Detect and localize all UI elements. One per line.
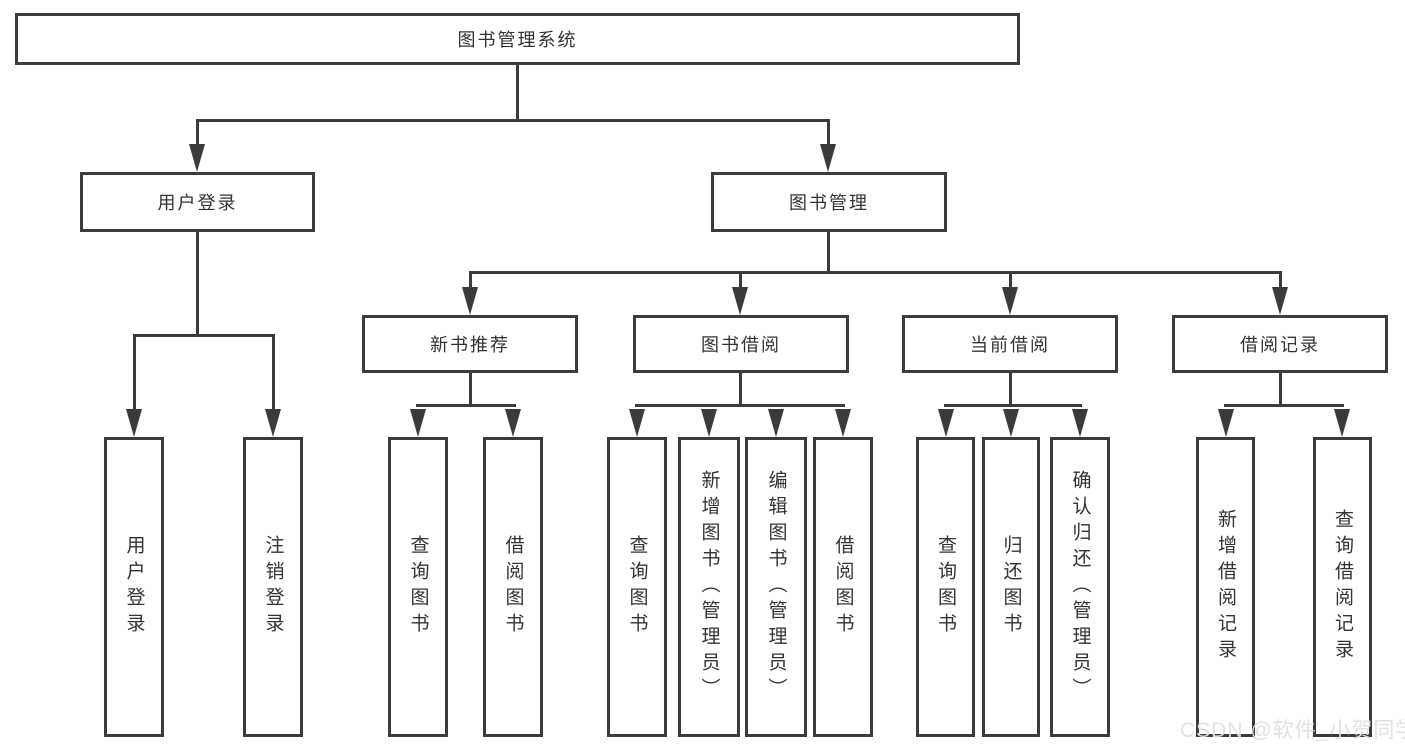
connector-line-vertical [1009, 271, 1012, 291]
node-label: 图书管理 [789, 193, 869, 213]
leaf-label: 用户登录 [123, 535, 145, 639]
arrow-down-icon [410, 409, 426, 437]
arrow-down-icon [732, 287, 748, 315]
node-library-management-system: 图书管理系统 [15, 13, 1020, 65]
node-book-borrowing: 图书借阅 [633, 315, 849, 373]
leaf-add-book-admin: 新增图书（管理员） [678, 437, 740, 737]
arrow-down-icon [768, 409, 784, 437]
connector-line-horizontal [133, 334, 275, 337]
leaf-label: 查询图书 [935, 535, 956, 639]
connector-line-horizontal [1224, 404, 1344, 407]
connector-line-vertical [133, 334, 136, 412]
arrow-down-icon [505, 409, 521, 437]
arrow-down-icon [701, 409, 717, 437]
leaf-label: 编辑图书（管理员） [765, 470, 787, 704]
leaf-label: 查询图书 [407, 535, 429, 639]
connector-line-vertical [1279, 271, 1282, 291]
connector-line-vertical [516, 65, 519, 121]
node-label: 新书推荐 [430, 335, 510, 355]
connector-line-horizontal [416, 404, 516, 407]
arrow-down-icon [265, 409, 281, 437]
connector-line-vertical [739, 373, 742, 407]
leaf-label: 确认归还（管理员） [1069, 470, 1091, 704]
connector-line-horizontal [196, 119, 830, 122]
arrow-down-icon [462, 287, 478, 315]
connector-line-horizontal [635, 404, 845, 407]
connector-line-vertical [1009, 373, 1012, 407]
node-borrowing-records: 借阅记录 [1172, 315, 1388, 373]
leaf-confirm-return-admin: 确认归还（管理员） [1050, 437, 1110, 737]
leaf-user-login: 用户登录 [104, 437, 164, 737]
node-label: 用户登录 [157, 193, 238, 213]
connector-line-vertical [196, 232, 199, 337]
leaf-label: 借阅图书 [502, 535, 524, 639]
leaf-label: 新增借阅记录 [1215, 509, 1236, 665]
arrow-down-icon [1002, 287, 1018, 315]
arrow-down-icon [1072, 409, 1088, 437]
connector-line-vertical [469, 373, 472, 407]
node-label: 借阅记录 [1240, 335, 1320, 355]
leaf-label: 新增图书（管理员） [698, 470, 720, 704]
connector-line-vertical [739, 271, 742, 291]
arrow-down-icon [1272, 287, 1288, 315]
arrow-down-icon [126, 409, 142, 437]
connector-line-horizontal [469, 271, 1282, 274]
leaf-borrow-books-recommend: 借阅图书 [483, 437, 543, 737]
arrow-down-icon [1003, 409, 1019, 437]
leaf-query-books-recommend: 查询图书 [388, 437, 448, 737]
node-current-borrowing: 当前借阅 [902, 315, 1118, 373]
leaf-query-books-borrowing: 查询图书 [607, 437, 667, 737]
connector-line-vertical [196, 119, 199, 149]
leaf-edit-book-admin: 编辑图书（管理员） [745, 437, 807, 737]
arrow-down-icon [189, 144, 205, 172]
leaf-label: 归还图书 [1000, 535, 1022, 639]
connector-line-vertical [827, 119, 830, 149]
connector-line-vertical [469, 271, 472, 291]
leaf-query-books-current: 查询图书 [916, 437, 975, 737]
node-user-login: 用户登录 [80, 172, 315, 232]
leaf-label: 查询借阅记录 [1332, 509, 1353, 665]
node-label: 图书管理系统 [457, 30, 578, 50]
leaf-label: 借阅图书 [832, 535, 854, 639]
connector-line-vertical [827, 232, 830, 274]
arrow-down-icon [1218, 409, 1234, 437]
arrow-down-icon [1334, 409, 1350, 437]
leaf-return-books: 归还图书 [982, 437, 1040, 737]
leaf-query-borrow-record: 查询借阅记录 [1313, 437, 1372, 737]
node-label: 当前借阅 [970, 335, 1050, 355]
leaf-logout: 注销登录 [243, 437, 303, 737]
leaf-add-borrow-record: 新增借阅记录 [1196, 437, 1255, 737]
node-label: 图书借阅 [701, 335, 781, 355]
node-new-book-recommendation: 新书推荐 [362, 315, 578, 373]
arrow-down-icon [629, 409, 645, 437]
connector-line-horizontal [944, 404, 1082, 407]
leaf-label: 查询图书 [626, 535, 648, 639]
arrow-down-icon [938, 409, 954, 437]
node-book-management: 图书管理 [711, 172, 947, 232]
arrow-down-icon [835, 409, 851, 437]
leaf-borrow-books-borrowing: 借阅图书 [813, 437, 873, 737]
watermark: CSDN @软件_小贺同学 [1180, 719, 1405, 742]
connector-line-vertical [272, 334, 275, 412]
leaf-label: 注销登录 [262, 535, 284, 639]
connector-line-vertical [1279, 373, 1282, 407]
arrow-down-icon [820, 144, 836, 172]
